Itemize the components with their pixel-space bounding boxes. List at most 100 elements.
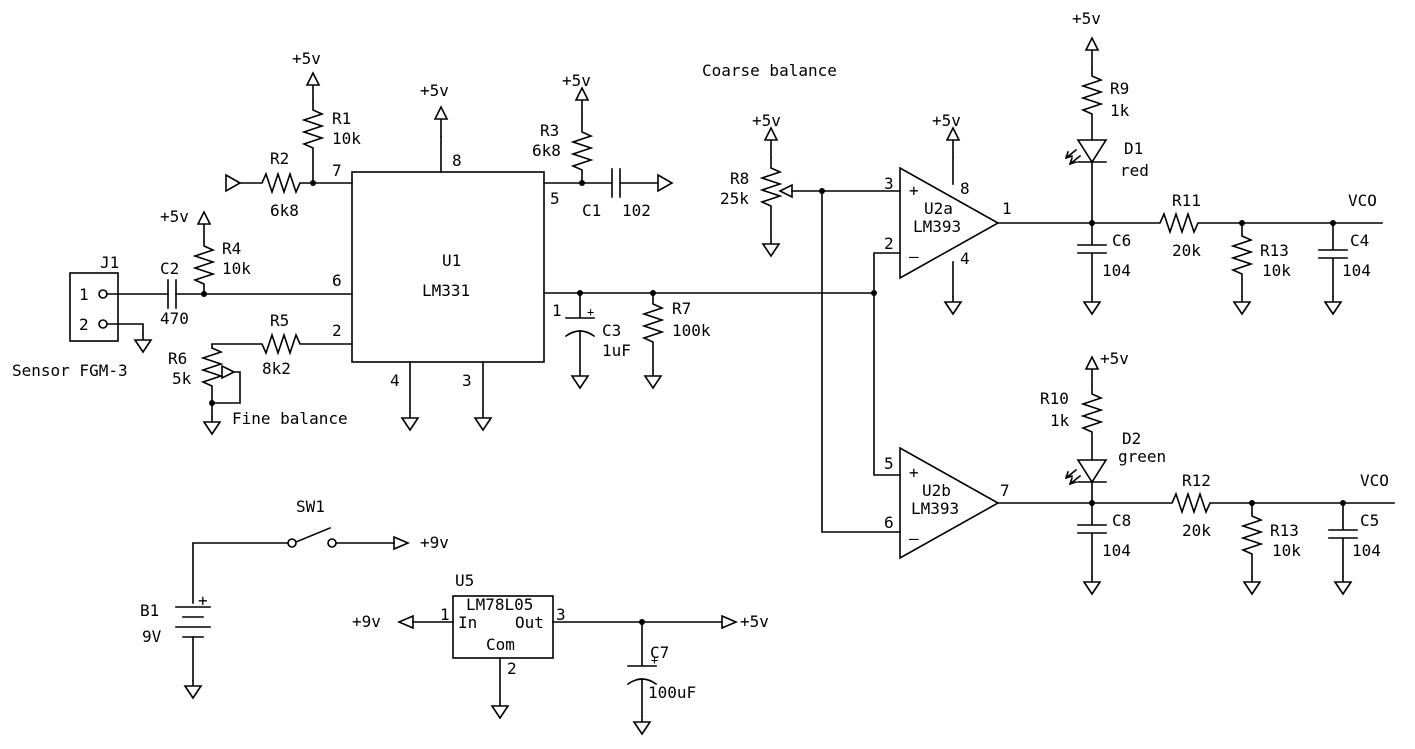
r10-supply: +5v	[1100, 349, 1129, 368]
c1-capacitor: C1 102	[543, 168, 674, 220]
r10-ref: R10	[1040, 389, 1069, 408]
r3-supply: +5v	[562, 71, 591, 90]
u1-pin3: 3	[462, 371, 472, 390]
u1-pin6: 6	[332, 271, 342, 290]
c8-capacitor: C8 104	[1077, 502, 1131, 595]
r13b-resistor: R13 10k	[1240, 502, 1301, 595]
u2b-pin5: 5	[884, 454, 894, 473]
r7-ref: R7	[672, 299, 691, 318]
u5-part: LM78L05	[466, 595, 533, 614]
u2a-pin3: 3	[884, 174, 894, 193]
c5-capacitor: C5 104	[1328, 502, 1381, 595]
c6-ref: C6	[1112, 231, 1131, 250]
c3-polarity: +	[587, 305, 594, 319]
r5-ref: R5	[270, 311, 289, 330]
r5-resistor: R5 8k2	[211, 311, 353, 378]
d1-value: red	[1120, 161, 1149, 180]
c7-value: 100uF	[648, 683, 696, 702]
d2-ref: D2	[1122, 429, 1141, 448]
u2a-plus: +	[909, 181, 919, 200]
r4-resistor: +5v R4 10k	[160, 207, 251, 295]
u1-pin2: 2	[332, 321, 342, 340]
u5-pin2: 2	[507, 659, 517, 678]
c6-capacitor: C6 104	[1077, 222, 1131, 315]
c2-ref: C2	[160, 259, 179, 278]
sw1-switch: SW1 +9v	[192, 497, 449, 604]
r3-ref: R3	[540, 121, 559, 140]
r8-ref: R8	[730, 169, 749, 188]
ground-symbol	[134, 333, 152, 353]
d1-led: D1 red	[1064, 139, 1149, 224]
r8-value: 25k	[720, 189, 749, 208]
j1-pin1: 1	[79, 285, 89, 304]
c8-ref: C8	[1112, 511, 1131, 530]
b1-ref: B1	[140, 601, 159, 620]
c2-capacitor: C2 470	[160, 259, 189, 328]
r8-supply: +5v	[752, 111, 781, 130]
u2b-part: LM393	[911, 499, 959, 518]
r11-ref: R11	[1172, 191, 1201, 210]
c5-value: 104	[1352, 541, 1381, 560]
r3-resistor: +5v R3 6k8	[532, 71, 594, 184]
u1-supply: +5v	[420, 81, 449, 100]
u5-out: Out	[515, 613, 544, 632]
u5-pin1: 1	[440, 605, 450, 624]
b1-polarity: +	[198, 591, 208, 610]
r1-ref: R1	[332, 109, 351, 128]
r7-value: 100k	[672, 321, 711, 340]
c1-value: 102	[622, 201, 651, 220]
r9-resistor: +5v R9 1k	[1072, 9, 1130, 141]
u1-pin8: 8	[452, 151, 462, 170]
u2a-pin4: 4	[960, 249, 970, 268]
r13a-ref: R13	[1260, 241, 1289, 260]
d1-ref: D1	[1124, 139, 1143, 158]
u2a-comparator: + – U2a LM393 3 2 8 4 1	[884, 166, 1012, 280]
vco-label-1: VCO	[1348, 191, 1377, 210]
u2a-part: LM393	[913, 217, 961, 236]
u5-output-label: +5v	[740, 612, 769, 631]
c3-capacitor: + C3 1uF	[564, 292, 631, 389]
r11-value: 20k	[1172, 241, 1201, 260]
c3-ref: C3	[602, 321, 621, 340]
r9-value: 1k	[1110, 101, 1130, 120]
r2-ref: R2	[270, 149, 289, 168]
coarse-balance-label: Coarse balance	[702, 61, 837, 80]
c6-value: 104	[1102, 261, 1131, 280]
c1-ref: C1	[582, 201, 601, 220]
d2-led: D2 green	[1064, 429, 1166, 504]
r3-value: 6k8	[532, 141, 561, 160]
c4-capacitor: C4 104	[1318, 222, 1371, 315]
fine-balance-label: Fine balance	[232, 409, 348, 428]
u2b-minus: –	[909, 529, 919, 548]
u2b-comparator: + – U2b LM393 5 6 7	[884, 446, 1010, 560]
u5-ref: U5	[455, 571, 474, 590]
u2a-minus: –	[909, 247, 919, 266]
u2b-pin7: 7	[1000, 481, 1010, 500]
u2a-pin1: 1	[1002, 199, 1012, 218]
r1-resistor: +5v R1 10k	[292, 49, 361, 184]
u5-in: In	[458, 613, 477, 632]
u1-pin4: 4	[390, 371, 400, 390]
u5-com: Com	[486, 635, 515, 654]
sw1-ref: SW1	[296, 497, 325, 516]
c2-value: 470	[160, 309, 189, 328]
c4-value: 104	[1342, 261, 1371, 280]
r10-value: 1k	[1050, 411, 1070, 430]
u2a-ref: U2a	[924, 199, 953, 218]
r12-value: 20k	[1182, 521, 1211, 540]
j1-ref: J1	[100, 253, 119, 272]
j1-pin2: 2	[79, 315, 89, 334]
r6-value: 5k	[172, 369, 192, 388]
u1-lm331: U1 LM331 7 8 5 6 2 1 4 3	[332, 151, 562, 390]
c8-value: 104	[1102, 541, 1131, 560]
u2a-pin8: 8	[960, 179, 970, 198]
sensor-label: Sensor FGM-3	[12, 361, 128, 380]
u5-input-label: +9v	[352, 612, 381, 631]
r7-resistor: R7 100k	[641, 292, 711, 389]
u1-pin7: 7	[332, 161, 342, 180]
u5-pin3: 3	[556, 605, 566, 624]
c7-capacitor: + C7 100uF	[626, 621, 696, 735]
r6-ref: R6	[168, 349, 187, 368]
r9-supply: +5v	[1072, 9, 1101, 28]
